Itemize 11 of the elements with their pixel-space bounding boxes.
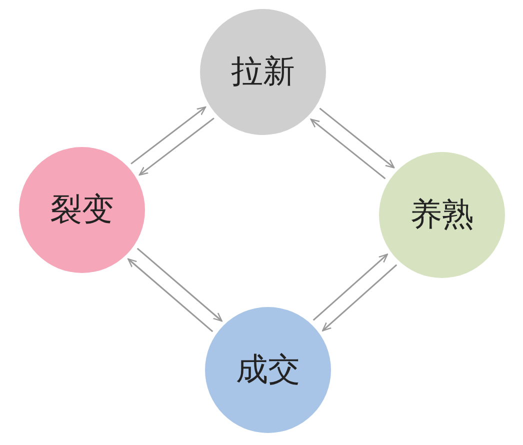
- arrow: [312, 254, 388, 321]
- stage-label: 拉新: [231, 51, 295, 92]
- arrow: [138, 118, 214, 176]
- stage-label: 成交: [236, 349, 300, 390]
- stage-label: 养熟: [410, 194, 474, 235]
- arrow: [319, 108, 395, 168]
- stage-label: 裂变: [50, 189, 114, 230]
- arrow: [322, 264, 398, 332]
- arrow: [136, 248, 222, 322]
- arrow: [130, 106, 206, 164]
- arrow: [310, 118, 386, 180]
